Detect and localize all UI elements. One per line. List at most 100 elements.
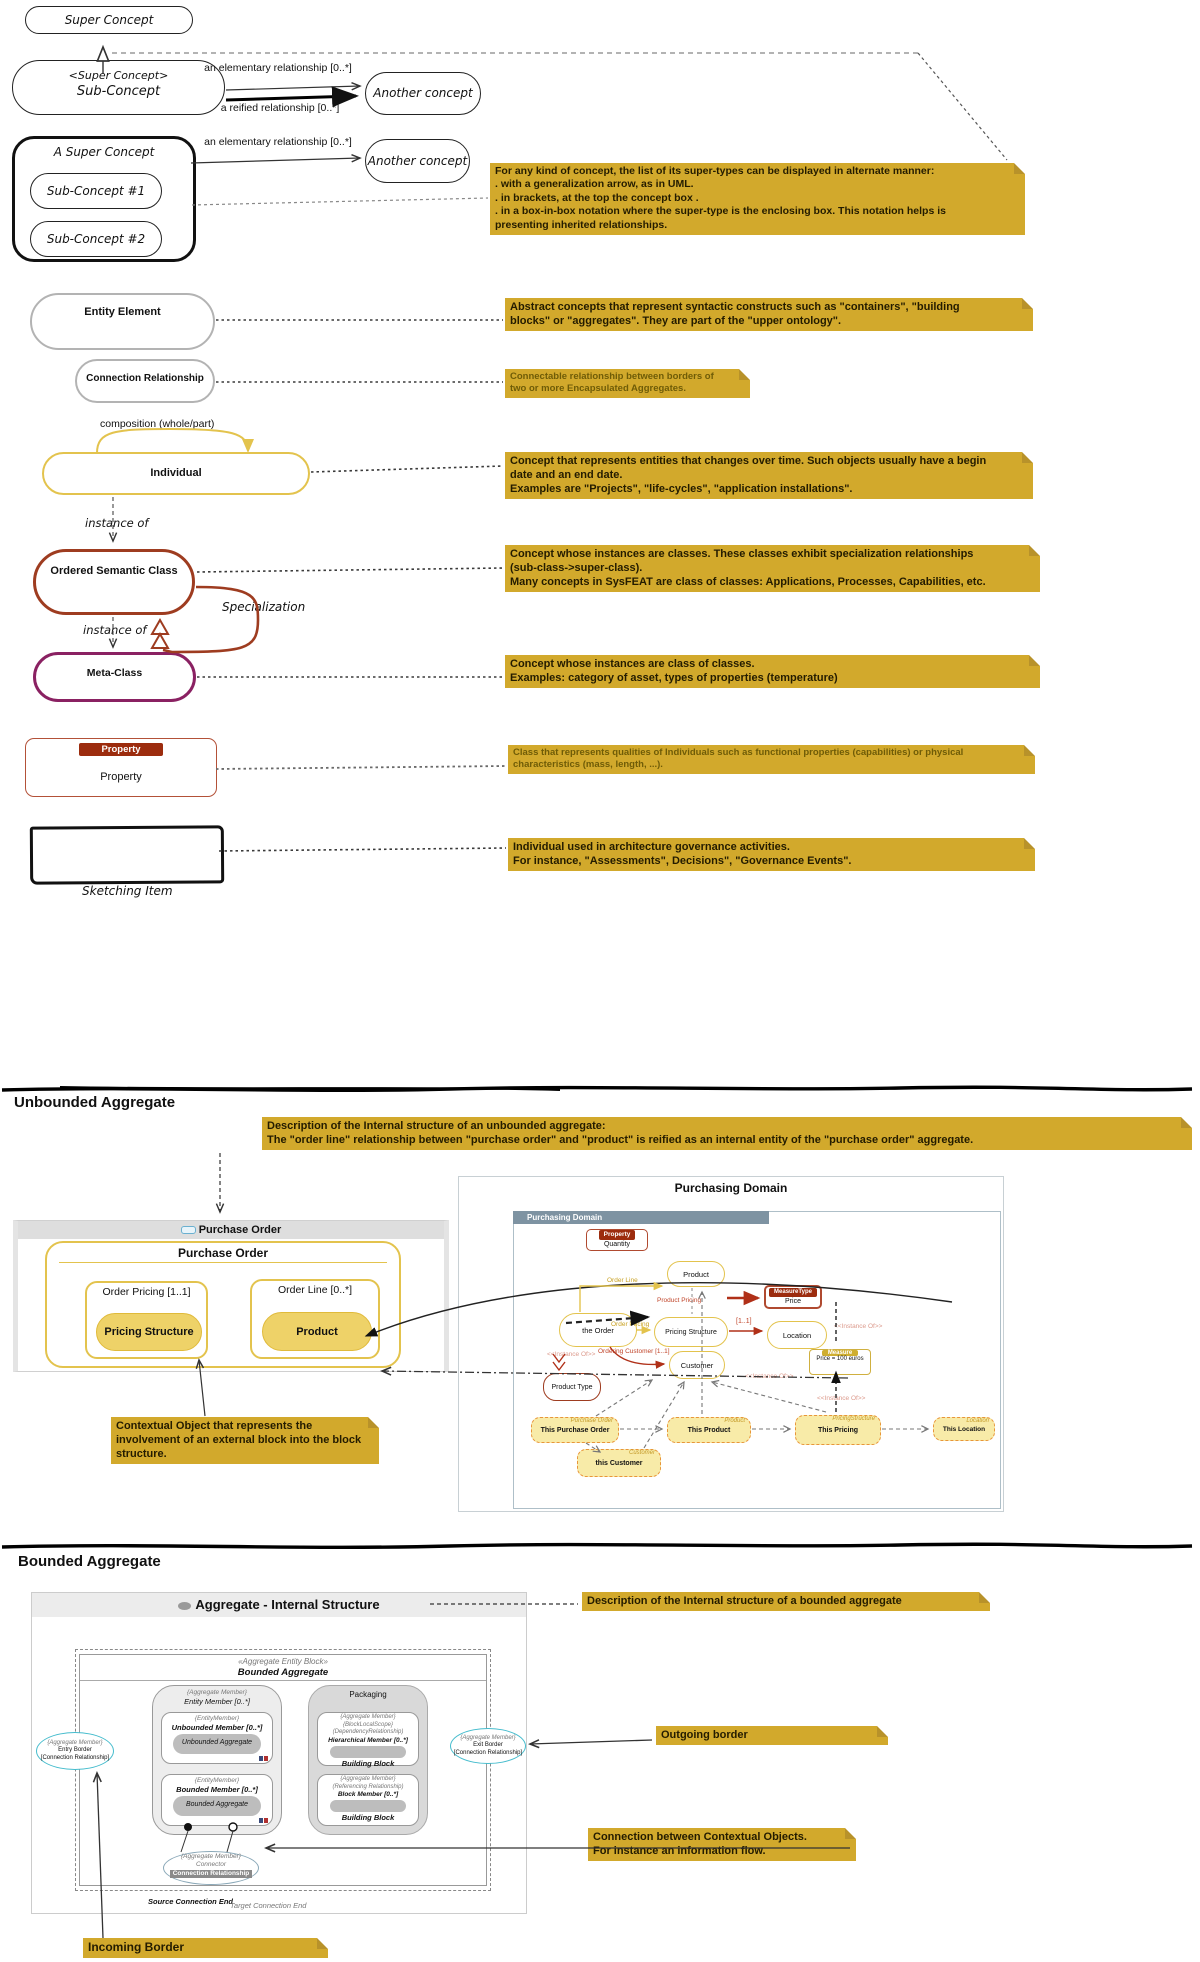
this-product-node[interactable]: Product This Product	[667, 1417, 751, 1443]
order-line-box[interactable]: Order Line [0..*] Product	[250, 1279, 380, 1359]
building-block-label-1: Building Block	[341, 1758, 395, 1768]
entity-member-stereotype-1: {EntityMember}	[194, 1715, 240, 1722]
building-block-pill-2[interactable]	[330, 1800, 406, 1813]
unbounded-member-box[interactable]: {EntityMember} Unbounded Member [0..*] U…	[161, 1712, 273, 1764]
bounded-description-note[interactable]: Description of the Internal structure of…	[582, 1592, 990, 1612]
property-stereotype-tab: Property	[598, 1230, 636, 1240]
entry-border-label: Entry Border	[58, 1747, 92, 1754]
outgoing-border-note[interactable]: Outgoing border	[656, 1726, 888, 1746]
order-pricing-label: Order Pricing [1..1]	[102, 1286, 191, 1298]
quantity-node[interactable]: Property Quantity	[586, 1229, 648, 1251]
purchasing-domain-panel[interactable]: Purchasing Domain Purchasing Domain Prop…	[458, 1176, 1004, 1512]
measure-node[interactable]: Measure Price = 100 euros	[809, 1349, 871, 1375]
ordered-semantic-class-note[interactable]: Concept whose instances are classes. The…	[505, 545, 1040, 593]
this-customer-node[interactable]: Customer this Customer	[577, 1449, 661, 1477]
another-concept-2-label: Another concept	[367, 154, 468, 168]
product-pricing-label: Product Pricing	[657, 1297, 702, 1304]
entity-element-node[interactable]: Entity Element	[30, 293, 215, 350]
this-location-node[interactable]: Location This Location	[933, 1417, 995, 1441]
purchase-order-panel-header[interactable]: Purchase Order	[18, 1221, 444, 1239]
bounded-member-box[interactable]: {EntityMember} Bounded Member [0..*] Bou…	[161, 1774, 273, 1826]
instance-of-label-1: instance of	[85, 516, 149, 530]
bounded-aggregate-pill[interactable]: Bounded Aggregate	[173, 1795, 261, 1816]
entity-member-container[interactable]: {Aggregate Member} Entity Member [0..*] …	[152, 1685, 282, 1835]
composition-label: composition (whole/part)	[100, 418, 215, 430]
location-node[interactable]: Location	[767, 1321, 827, 1349]
ordered-semantic-class-node[interactable]: Ordered Semantic Class	[33, 549, 195, 615]
connection-relationship-node[interactable]: Connection Relationship	[75, 359, 215, 403]
hierarchical-member-box[interactable]: {Aggregate Member} {BlockLocalScope} (De…	[317, 1712, 419, 1768]
incoming-border-note[interactable]: Incoming Border	[83, 1938, 328, 1959]
entry-border-node[interactable]: {Aggregate Member} Entry Border [Connect…	[36, 1732, 114, 1770]
entry-border-stereotype: {Aggregate Member}	[47, 1739, 103, 1746]
block-member-box[interactable]: {Aggregate Member} (Referencing Relation…	[317, 1774, 419, 1826]
marker-icon	[259, 1818, 268, 1823]
sketching-item-node[interactable]	[29, 825, 225, 885]
price-node[interactable]: MeasureType Price	[764, 1285, 822, 1309]
purchase-order-panel[interactable]: Purchase Order Purchase Order Order Pric…	[13, 1220, 449, 1372]
ordering-customer-label: Ordering Customer [1..1]	[598, 1348, 670, 1355]
unbounded-aggregate-heading: Unbounded Aggregate	[14, 1094, 176, 1111]
block-local-scope-label: {BlockLocalScope}	[342, 1721, 394, 1728]
target-connection-end-label: Target Connection End	[230, 1901, 307, 1910]
individual-node[interactable]: Individual	[42, 452, 310, 495]
elementary-relationship-2-label: an elementary relationship [0..*]	[204, 136, 352, 148]
connection-note[interactable]: Connection between Contextual Objects. F…	[588, 1828, 856, 1862]
this-pricing-node[interactable]: PricingStructure This Pricing	[795, 1415, 881, 1445]
property-note[interactable]: Class that represents qualities of Indiv…	[508, 745, 1035, 775]
connection-relationship-chip: Connection Relationship	[169, 1869, 253, 1879]
super-concept-label: Super Concept	[64, 13, 154, 27]
pricing-structure-node[interactable]: Pricing Structure	[96, 1313, 202, 1351]
connection-relationship-note[interactable]: Connectable relationship between borders…	[505, 369, 750, 399]
instance-of-label-c: <<Instance Of>>	[745, 1373, 794, 1380]
entity-element-note[interactable]: Abstract concepts that represent syntact…	[505, 298, 1033, 332]
ordered-semantic-class-label: Ordered Semantic Class	[50, 565, 178, 577]
connector-node[interactable]: {Aggregate Member} Connector Connection …	[163, 1851, 259, 1885]
order-pricing-box[interactable]: Order Pricing [1..1] Pricing Structure	[85, 1281, 208, 1359]
aggregate-structure-header[interactable]: Aggregate - Internal Structure	[32, 1593, 526, 1617]
block-icon	[180, 1226, 196, 1235]
packaging-container[interactable]: Packaging {Aggregate Member} {BlockLocal…	[308, 1685, 428, 1835]
instance-of-label-2: instance of	[83, 623, 147, 637]
the-order-node[interactable]: the Order	[559, 1313, 637, 1347]
order-pricing-edge-label: Order Pricing	[611, 1321, 650, 1328]
super-concept-node[interactable]: Super Concept	[25, 6, 193, 34]
sketching-item-note[interactable]: Individual used in architecture governan…	[508, 838, 1035, 872]
another-concept-node[interactable]: Another concept	[365, 72, 481, 115]
bounded-aggregate-frame[interactable]: «Aggregate Entity Block» Bounded Aggrega…	[79, 1654, 487, 1910]
pricing-structure-domain-node[interactable]: Pricing Structure	[654, 1317, 728, 1347]
unbounded-aggregate-pill[interactable]: Unbounded Aggregate	[173, 1733, 261, 1754]
block-member-label: Block Member [0..*]	[337, 1791, 399, 1798]
building-block-label-2: Building Block	[341, 1813, 395, 1823]
contextual-object-note[interactable]: Contextual Object that represents the in…	[111, 1417, 379, 1465]
property-node[interactable]: Property Property	[25, 738, 217, 797]
product-type-node[interactable]: Product Type	[543, 1373, 601, 1401]
domain-product-node[interactable]: Product	[667, 1261, 725, 1287]
customer-node[interactable]: Customer	[669, 1351, 725, 1379]
exit-border-node[interactable]: {Aggregate Member} Exit Border [Connecti…	[450, 1728, 526, 1764]
unbounded-description-note[interactable]: Description of the Internal structure of…	[262, 1117, 1192, 1151]
purchase-order-container[interactable]: Purchase Order Order Pricing [1..1] Pric…	[45, 1241, 401, 1368]
property-label: Property	[100, 771, 142, 783]
exit-border-type: [Connection Relationship]	[453, 1749, 523, 1756]
meta-class-note[interactable]: Concept whose instances are class of cla…	[505, 655, 1040, 689]
another-concept-2-node[interactable]: Another concept	[365, 139, 470, 183]
sub-concept-1-node[interactable]: Sub-Concept #1	[30, 173, 162, 209]
sub-concept-node[interactable]: <Super Concept> Sub-Concept	[12, 60, 225, 115]
packaging-label: Packaging	[349, 1690, 387, 1699]
bounded-aggregate-heading: Bounded Aggregate	[18, 1553, 161, 1570]
purchasing-domain-header-bar[interactable]: Purchasing Domain	[513, 1211, 769, 1224]
sub-concept-2-node[interactable]: Sub-Concept #2	[30, 221, 162, 257]
supertypes-note[interactable]: For any kind of concept, the list of its…	[490, 163, 1025, 236]
agg-member-stereotype-3: {Aggregate Member}	[340, 1776, 396, 1782]
building-block-pill-1[interactable]	[330, 1745, 406, 1758]
individual-label: Individual	[150, 467, 202, 479]
this-purchase-order-node[interactable]: Purchase Order This Purchase Order	[531, 1417, 619, 1443]
a-super-concept-container[interactable]: A Super Concept Sub-Concept #1 Sub-Conce…	[12, 136, 196, 262]
agg-member-stereotype-1: {Aggregate Member}	[187, 1689, 247, 1696]
sub-concept-1-label: Sub-Concept #1	[46, 184, 146, 198]
entry-border-type: [Connection Relationship]	[40, 1754, 110, 1761]
individual-note[interactable]: Concept that represents entities that ch…	[505, 452, 1033, 500]
product-node[interactable]: Product	[262, 1312, 372, 1351]
meta-class-node[interactable]: Meta-Class	[33, 652, 196, 702]
